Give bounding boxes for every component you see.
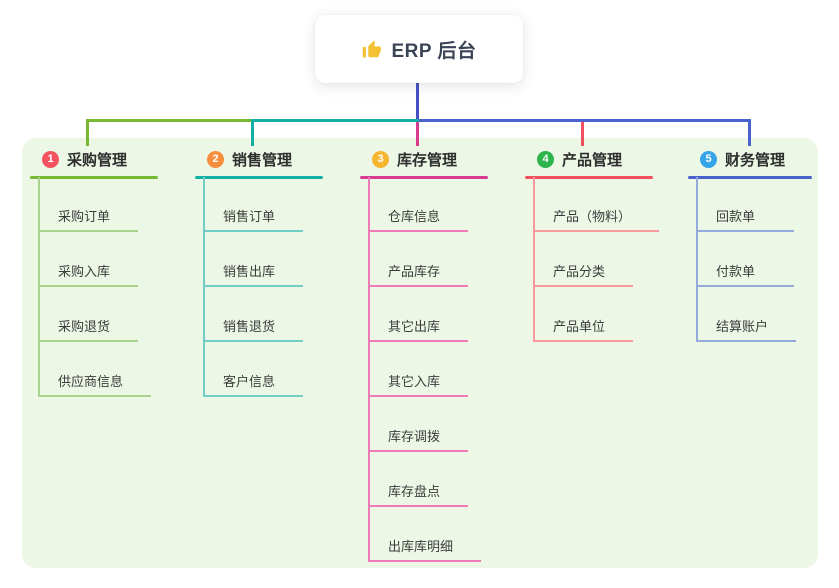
branch-label: 财务管理 [725,151,786,169]
child-label: 销售退货 [223,319,276,334]
branch-number-badge: 1 [42,150,59,168]
child-node[interactable]: 其它出库 [370,287,469,342]
child-label: 回款单 [716,209,756,224]
child-label: 库存调拨 [388,429,441,444]
branch-children-group: 仓库信息产品库存其它出库其它入库库存调拨库存盘点出库库明细 [368,177,482,562]
child-label: 结算账户 [716,319,769,334]
child-node[interactable]: 结算账户 [698,287,797,342]
child-label: 产品（物料） [553,209,632,224]
child-node[interactable]: 销售订单 [205,177,304,232]
child-label: 采购订单 [58,209,111,224]
branch-number-badge: 2 [207,150,224,168]
child-node[interactable]: 客户信息 [205,342,304,397]
child-label: 采购入库 [58,264,111,279]
root-trunk-connector [416,83,419,122]
child-node[interactable]: 采购订单 [40,177,139,232]
child-node[interactable]: 产品分类 [535,232,634,287]
child-node[interactable]: 产品单位 [535,287,634,342]
child-node[interactable]: 回款单 [698,177,794,232]
child-node[interactable]: 供应商信息 [40,342,152,397]
branch-children-group: 回款单付款单结算账户 [696,177,797,342]
branch-label: 销售管理 [232,151,293,169]
branch-number-badge: 3 [372,150,389,168]
root-title: ERP 后台 [391,40,477,62]
child-node[interactable]: 销售退货 [205,287,304,342]
child-label: 销售订单 [223,209,276,224]
child-node[interactable]: 销售出库 [205,232,304,287]
child-label: 仓库信息 [388,209,441,224]
branch-drop-connector [86,122,89,146]
branch-number-badge: 5 [700,150,717,168]
spine-left-green [86,119,254,122]
child-label: 产品单位 [553,319,606,334]
branch-node-1[interactable]: 1 采购管理 [42,148,127,170]
branch-drop-connector [748,122,751,146]
child-node[interactable]: 采购入库 [40,232,139,287]
branch-underline [525,176,653,179]
child-label: 供应商信息 [58,374,124,389]
child-label: 产品库存 [388,264,441,279]
branch-drop-connector [581,122,584,146]
child-label: 采购退货 [58,319,111,334]
child-label: 出库库明细 [388,539,454,554]
branch-label: 产品管理 [562,151,623,169]
child-node[interactable]: 付款单 [698,232,794,287]
branch-drop-connector [251,122,254,146]
branch-underline [30,176,158,179]
branch-underline [360,176,488,179]
child-label: 其它入库 [388,374,441,389]
spine-left-teal [251,119,419,122]
branch-node-5[interactable]: 5 财务管理 [700,148,785,170]
branch-underline [195,176,323,179]
branch-underline [688,176,812,179]
child-label: 付款单 [716,264,756,279]
child-label: 其它出库 [388,319,441,334]
child-label: 销售出库 [223,264,276,279]
branch-label: 采购管理 [67,151,128,169]
child-label: 产品分类 [553,264,606,279]
branch-number-badge: 4 [537,150,554,168]
child-label: 客户信息 [223,374,276,389]
branch-node-4[interactable]: 4 产品管理 [537,148,622,170]
branch-label: 库存管理 [397,151,458,169]
child-node[interactable]: 产品库存 [370,232,469,287]
child-node[interactable]: 库存盘点 [370,452,469,507]
branch-children-group: 采购订单采购入库采购退货供应商信息 [38,177,152,397]
child-node[interactable]: 库存调拨 [370,397,469,452]
spine-right-blue [419,119,751,122]
branch-node-2[interactable]: 2 销售管理 [207,148,292,170]
child-node[interactable]: 其它入库 [370,342,469,397]
root-node[interactable]: ERP 后台 [315,15,523,83]
branch-children-group: 销售订单销售出库销售退货客户信息 [203,177,304,397]
thumbs-up-icon [361,39,382,60]
branch-node-3[interactable]: 3 库存管理 [372,148,457,170]
branches-panel [22,138,818,568]
branch-drop-connector [416,122,419,146]
child-label: 库存盘点 [388,484,441,499]
child-node[interactable]: 仓库信息 [370,177,469,232]
child-node[interactable]: 出库库明细 [370,507,482,562]
branch-children-group: 产品（物料） 产品分类产品单位 [533,177,660,342]
child-node[interactable]: 产品（物料） [535,177,660,232]
child-node[interactable]: 采购退货 [40,287,139,342]
